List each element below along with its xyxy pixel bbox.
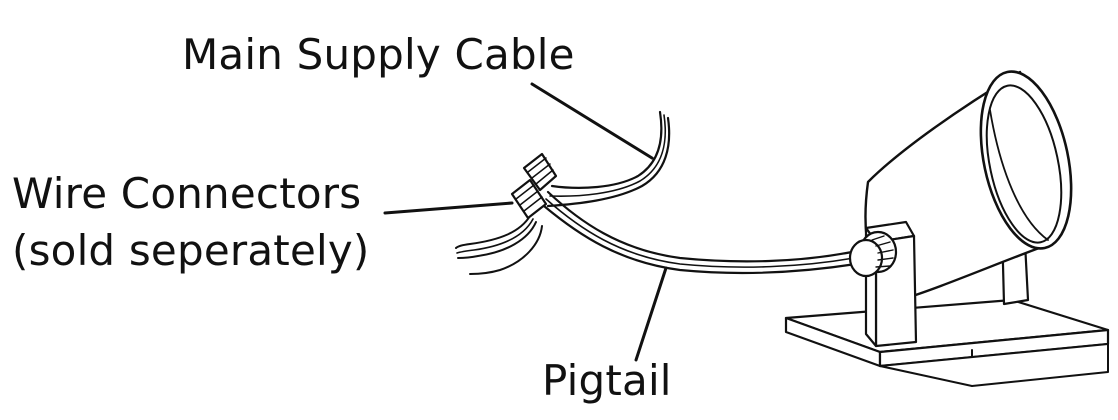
wire-connector-lower (510, 178, 548, 220)
main-supply-cable (546, 110, 671, 208)
fixture-base (784, 298, 1110, 387)
label-sold-separately: (sold seperately) (12, 226, 370, 275)
label-main-supply-cable: Main Supply Cable (182, 30, 575, 79)
label-pigtail: Pigtail (542, 356, 672, 405)
wire-tails (455, 215, 543, 275)
wire-connector-upper (522, 152, 558, 192)
label-wire-connectors: Wire Connectors (12, 169, 362, 218)
pigtail (542, 190, 858, 274)
leader-wire-connectors (383, 201, 514, 215)
leader-main-supply-cable (530, 82, 654, 160)
adjustment-knob-icon (848, 230, 898, 278)
light-fixture (784, 70, 1110, 387)
leader-pigtail (634, 266, 668, 362)
